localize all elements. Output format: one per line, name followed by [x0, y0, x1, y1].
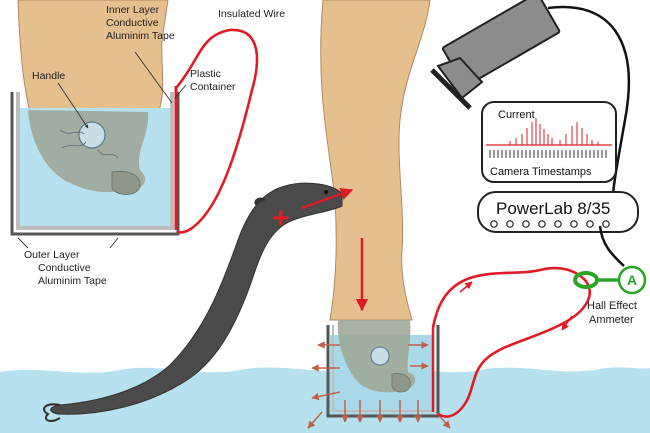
plastic-container-label-1: Plastic	[190, 68, 221, 80]
inner-layer-label-3: Aluminim Tape	[106, 30, 175, 42]
camera-icon	[430, 0, 561, 110]
insulated-wire-label: Insulated Wire	[218, 8, 285, 20]
main-arm	[320, 0, 431, 321]
monitor-display	[481, 101, 617, 183]
bottom-tank	[326, 320, 440, 418]
inner-layer-label-1: Inner Layer	[106, 4, 160, 16]
camera-timestamps-label: Camera Timestamps	[490, 166, 592, 178]
camera-cable	[547, 5, 630, 211]
inner-layer-label-2: Conductive	[106, 17, 159, 29]
hall-effect-label-2: Ammeter	[589, 314, 634, 326]
eel-icon	[43, 182, 343, 422]
hall-effect-label-1: Hall Effect	[587, 300, 637, 312]
handle-icon	[78, 121, 106, 149]
insulated-wire-inset	[175, 28, 259, 234]
outer-layer-label-2: Conductive	[38, 262, 91, 274]
ammeter-cable	[598, 225, 625, 267]
current-arrows	[301, 187, 369, 312]
inset-leader-lines	[17, 51, 187, 249]
inset-container-illustration	[10, 0, 259, 236]
plastic-container-label-2: Container	[190, 81, 236, 93]
powerlab-label: PowerLab 8/35	[496, 199, 610, 218]
positive-charge-sign: +	[272, 202, 290, 235]
ammeter-symbol: A	[627, 272, 637, 288]
outer-layer-label-1: Outer Layer	[24, 249, 80, 261]
current-trace-label: Current	[498, 109, 535, 121]
measurement-wire	[431, 266, 591, 418]
dispersal-arrows	[307, 341, 451, 429]
powerlab-device-icon	[477, 191, 639, 233]
hall-effect-ammeter-icon	[573, 265, 647, 295]
wire-arrows	[459, 281, 573, 331]
handle-label: Handle	[32, 70, 65, 82]
outer-layer-label-3: Aluminim Tape	[38, 275, 107, 287]
